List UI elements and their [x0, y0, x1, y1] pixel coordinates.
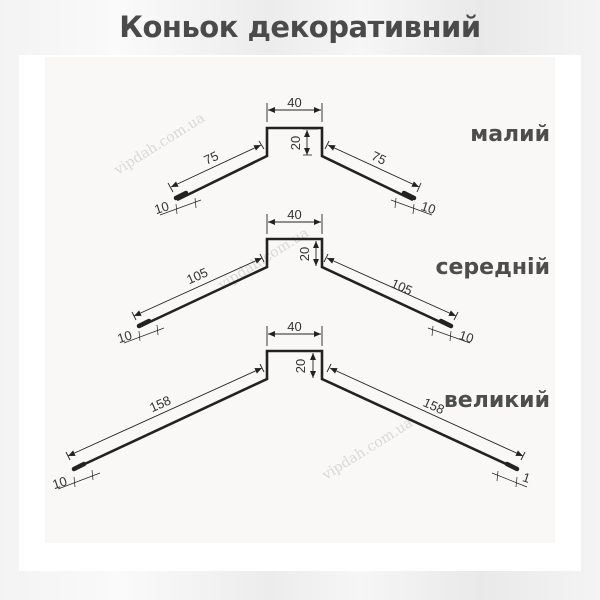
- dim-right-leg: 75: [369, 148, 388, 168]
- dim-top-width: 40: [287, 207, 301, 222]
- dim-left-hem: 10: [115, 327, 133, 346]
- dim-left-leg: 75: [201, 148, 220, 168]
- watermark: vipdah.com.ua: [111, 110, 208, 179]
- dim-top-width: 40: [287, 95, 301, 110]
- watermarks: vipdah.com.ua vipdah.com.ua vipdah.com.u…: [111, 110, 416, 484]
- size-label-small: малий: [470, 122, 550, 147]
- dim-left-leg: 158: [147, 393, 173, 416]
- dim-right-hem: 10: [419, 198, 437, 217]
- page-title: Коньок декоративний: [119, 10, 481, 44]
- size-label-medium: середній: [435, 255, 550, 280]
- profile-small: 40 20 75 75 10 10: [152, 95, 437, 217]
- profile-large: 40 20 158 158 10 1: [50, 319, 532, 492]
- dim-height: 20: [297, 247, 312, 261]
- drawing-panel: [45, 57, 555, 543]
- dim-height: 20: [288, 136, 303, 150]
- dim-right-hem: 1: [521, 469, 533, 486]
- dim-right-hem: 10: [457, 327, 475, 346]
- dim-left-leg: 105: [184, 265, 210, 288]
- size-label-large: великий: [443, 388, 550, 413]
- dim-left-hem: 10: [152, 198, 170, 217]
- profile-medium: 40 20 105 105 10 10: [115, 207, 475, 346]
- dim-height: 20: [293, 359, 308, 373]
- watermark: vipdah.com.ua: [319, 415, 416, 484]
- dim-top-width: 40: [287, 319, 301, 334]
- dim-right-leg: 105: [389, 276, 415, 299]
- dim-left-hem: 10: [50, 473, 68, 492]
